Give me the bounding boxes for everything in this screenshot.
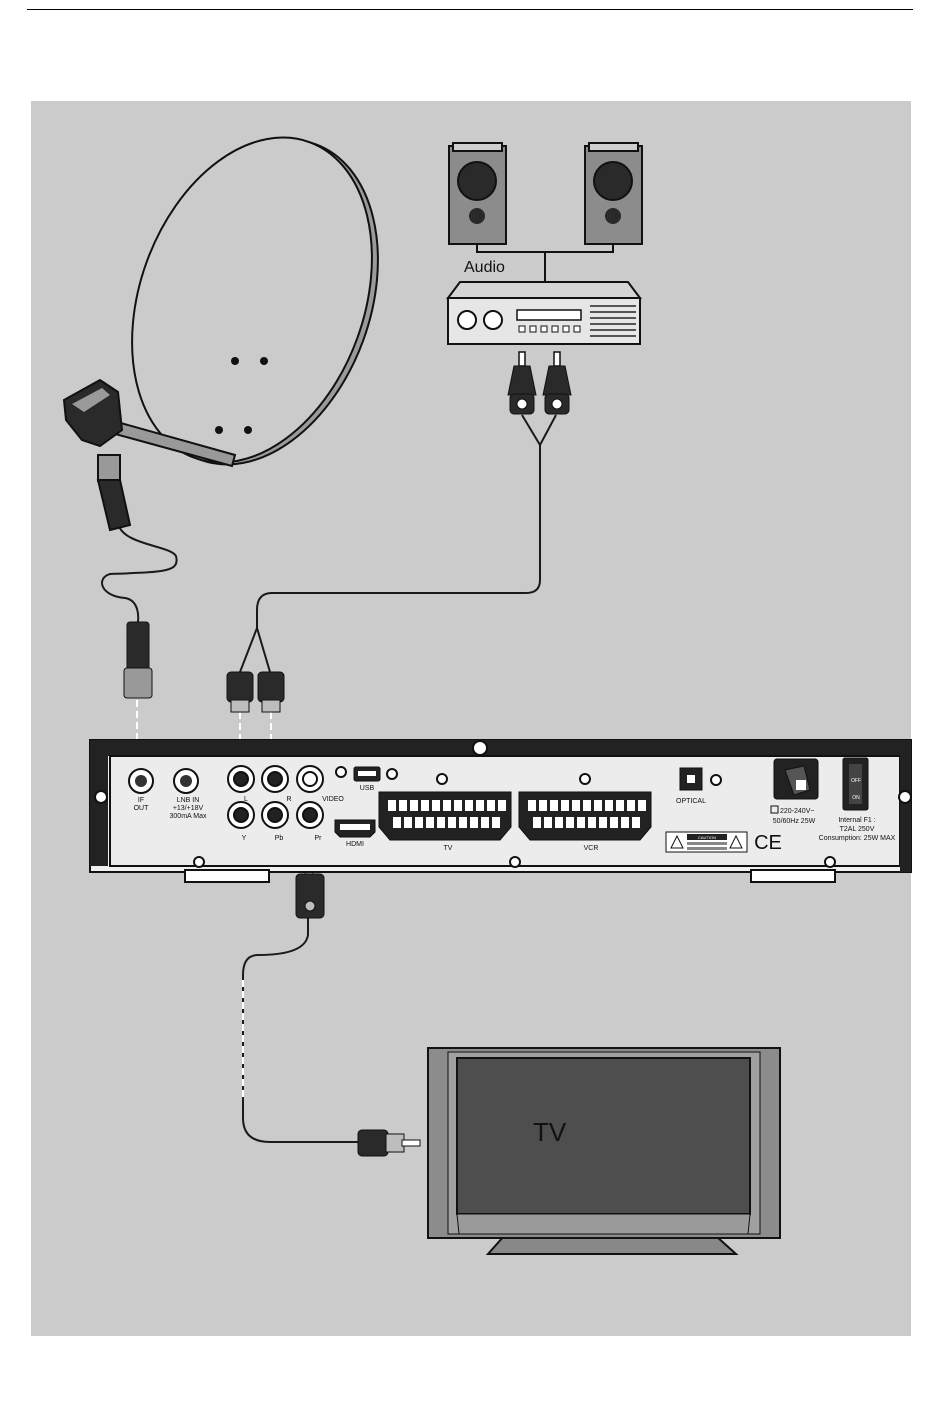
lnb-volt-label: +13/+18V	[173, 805, 204, 812]
tv-icon	[428, 1048, 780, 1254]
if-out-label: IF	[138, 797, 144, 804]
pr-socket[interactable]	[297, 802, 323, 828]
tv-screen-label: TV	[533, 1117, 567, 1147]
audio-cable	[240, 415, 556, 672]
optical-label: OPTICAL	[676, 798, 706, 805]
speaker-icon	[449, 143, 506, 244]
video-cable	[243, 918, 360, 1142]
audio-label: Audio	[464, 259, 505, 276]
video-socket[interactable]	[297, 766, 323, 792]
power-rating-label: 220-240V~	[780, 808, 814, 815]
scart-vcr-port[interactable]	[519, 792, 651, 840]
y-label: Y	[242, 835, 247, 842]
caution-text: CAUTION	[698, 835, 716, 840]
audio-r-socket[interactable]	[262, 766, 288, 792]
usb-port[interactable]	[354, 767, 380, 781]
optical-port[interactable]	[680, 768, 702, 790]
lnb-icon	[64, 380, 130, 530]
speaker-icon	[585, 143, 642, 244]
fuse-label-1: Internal F1 :	[838, 817, 875, 824]
satellite-dish-icon	[64, 104, 421, 530]
usb-label: USB	[360, 785, 375, 792]
power-freq-label: 50/60Hz 25W	[773, 818, 816, 825]
rca-plug-icon	[358, 1130, 420, 1156]
pb-label: Pb	[275, 835, 284, 842]
power-socket[interactable]	[774, 759, 818, 799]
rca-plug-icon	[543, 352, 571, 414]
scart-tv-label: TV	[444, 845, 453, 852]
amplifier-icon	[448, 282, 640, 344]
rca-plug-icon	[508, 352, 536, 414]
rca-plug-icon	[258, 672, 284, 712]
hdmi-port[interactable]	[335, 820, 375, 837]
lnb-ma-label: 300mA Max	[170, 813, 207, 820]
switch-off-label: OFF	[851, 778, 861, 784]
coax-plug-icon	[124, 622, 152, 698]
scart-vcr-label: VCR	[584, 845, 599, 852]
y-socket[interactable]	[228, 802, 254, 828]
lnb-in-connector[interactable]	[174, 769, 198, 793]
pr-label: Pr	[315, 835, 323, 842]
fuse-label-2: T2AL 250V	[840, 826, 875, 833]
rca-plug-icon	[227, 672, 253, 712]
pb-socket[interactable]	[262, 802, 288, 828]
ce-mark: CE	[754, 832, 782, 854]
audio-r-label: R	[286, 796, 291, 803]
audio-l-socket[interactable]	[228, 766, 254, 792]
dish-cable	[102, 522, 177, 628]
fuse-label-3: Consumption: 25W MAX	[819, 835, 896, 842]
lnb-in-label: LNB IN	[177, 797, 200, 804]
video-label: VIDEO	[322, 796, 344, 803]
scart-tv-port[interactable]	[379, 792, 511, 840]
switch-on-label: ON	[852, 795, 860, 801]
hdmi-label: HDMI	[346, 841, 364, 848]
if-out-connector[interactable]	[129, 769, 153, 793]
if-out-label-2: OUT	[134, 805, 150, 812]
audio-l-label: L	[244, 796, 248, 803]
power-switch[interactable]	[843, 758, 868, 810]
